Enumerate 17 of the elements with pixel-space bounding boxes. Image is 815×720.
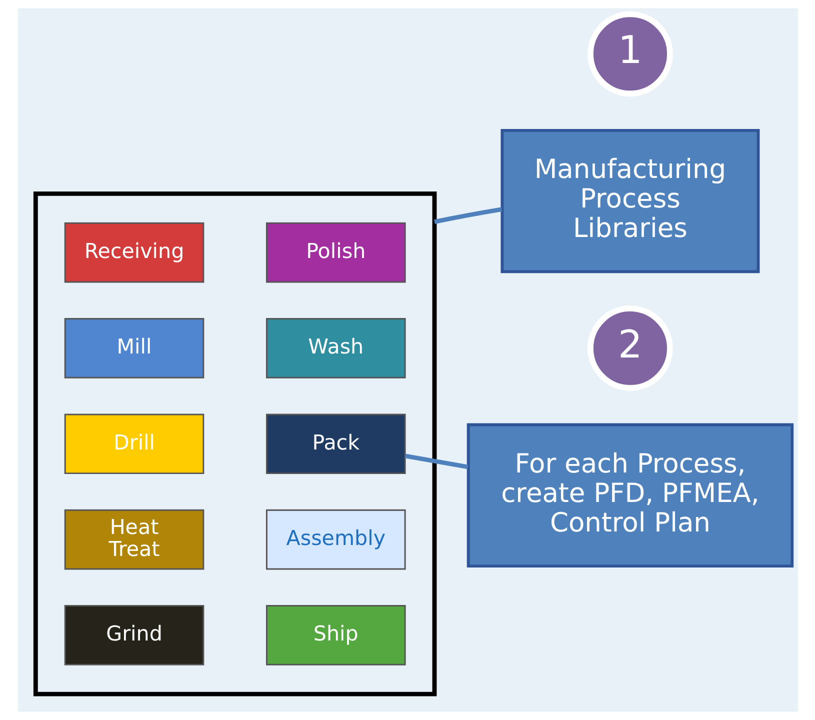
node-box: Ship [265, 605, 406, 666]
node-box: Heat Treat [64, 509, 204, 570]
node-circle: 1 [587, 11, 672, 97]
node-box: For each Process, create PFD, PFMEA, Control Plan [466, 423, 794, 568]
node-box: Manufacturing Process Libraries [500, 128, 760, 274]
node-box: Assembly [265, 509, 406, 570]
node-box: Drill [64, 414, 204, 474]
node-box: Grind [64, 605, 204, 666]
node-circle: 2 [587, 306, 672, 391]
connector [434, 207, 502, 224]
node-box: Pack [265, 414, 406, 474]
node-box: Receiving [64, 222, 204, 283]
node-box: Wash [265, 318, 406, 378]
node-box: Mill [64, 318, 204, 378]
connector [404, 454, 468, 470]
cluster [32, 192, 436, 696]
node-box: Polish [265, 222, 406, 283]
